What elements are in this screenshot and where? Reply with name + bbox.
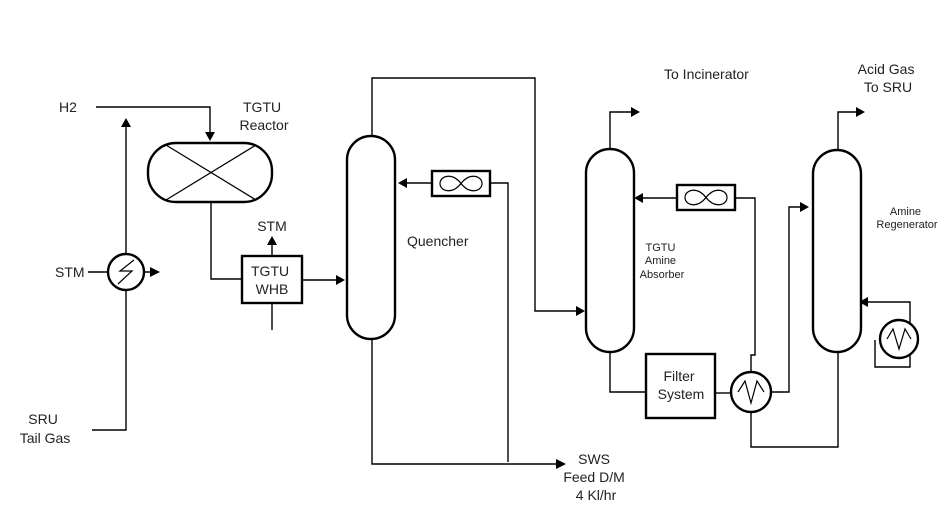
quencher-overhead-line (371, 77, 577, 312)
sws-feed-label: SWS Feed D/M 4 Kl/hr (563, 451, 628, 503)
tail-gas-arrow (121, 118, 131, 127)
tail-gas-heater[interactable] (106, 252, 146, 292)
quencher-overhead-arrow (576, 306, 585, 316)
tgtu-whb-label: TGTU WHB (251, 263, 293, 297)
regenerator-overhead-line (837, 111, 857, 150)
whb-to-quencher-arrow (336, 275, 345, 285)
quencher-label: Quencher (407, 233, 469, 249)
acid-gas-to-sru-label: Acid Gas To SRU (858, 61, 919, 95)
quencher-bottom-arrow (556, 459, 566, 469)
incinerator-arrow (631, 107, 640, 117)
quencher-column[interactable] (345, 134, 397, 341)
absorber-bottom-line (609, 352, 646, 393)
stm-left-label: STM (55, 264, 85, 280)
tgtu-amine-absorber-label: TGTU Amine Absorber (640, 242, 685, 281)
tail-gas-line (92, 126, 127, 431)
quencher-return-arrow (398, 178, 407, 188)
lean-amine-return-line (735, 197, 756, 372)
filter-system-label: Filter System (658, 368, 705, 402)
quencher-cooler[interactable] (430, 169, 492, 198)
tgtu-reactor-label: TGTU Reactor (239, 99, 288, 133)
reboiler[interactable] (878, 318, 920, 360)
amine-regenerator-label: Amine Regenerator (876, 206, 937, 231)
to-incinerator-label: To Incinerator (664, 66, 749, 82)
absorber-column[interactable] (584, 147, 636, 354)
exchanger-to-regenerator-line (771, 206, 801, 393)
lean-rich-exchanger[interactable] (729, 370, 773, 414)
absorber-feed-arrow (634, 193, 643, 203)
sru-tail-gas-label: SRU Tail Gas (20, 411, 71, 446)
absorber-overhead-line (609, 111, 632, 149)
reboiler-return-arrow (859, 297, 868, 307)
lean-amine-bottom-line (750, 352, 839, 448)
quencher-circulation-line (490, 182, 509, 462)
h2-line-arrow (205, 132, 215, 141)
regenerator-feed-arrow (800, 202, 809, 212)
acid-gas-arrow (856, 107, 865, 117)
reboiler-line (867, 301, 911, 368)
stm-heater-arrow (150, 267, 160, 277)
regenerator-column[interactable] (811, 148, 863, 354)
h2-label: H2 (59, 99, 77, 115)
tgtu-whb[interactable] (240, 254, 304, 305)
h2-feed-line (96, 106, 211, 132)
lean-amine-cooler[interactable] (675, 183, 737, 212)
reactor-to-whb-line (210, 201, 242, 280)
tgtu-reactor[interactable] (146, 141, 274, 204)
quencher-bottom-line (371, 339, 557, 465)
stm-whb-label: STM (257, 218, 287, 234)
filter-system[interactable] (644, 352, 717, 420)
whb-steam-arrow (267, 236, 277, 245)
